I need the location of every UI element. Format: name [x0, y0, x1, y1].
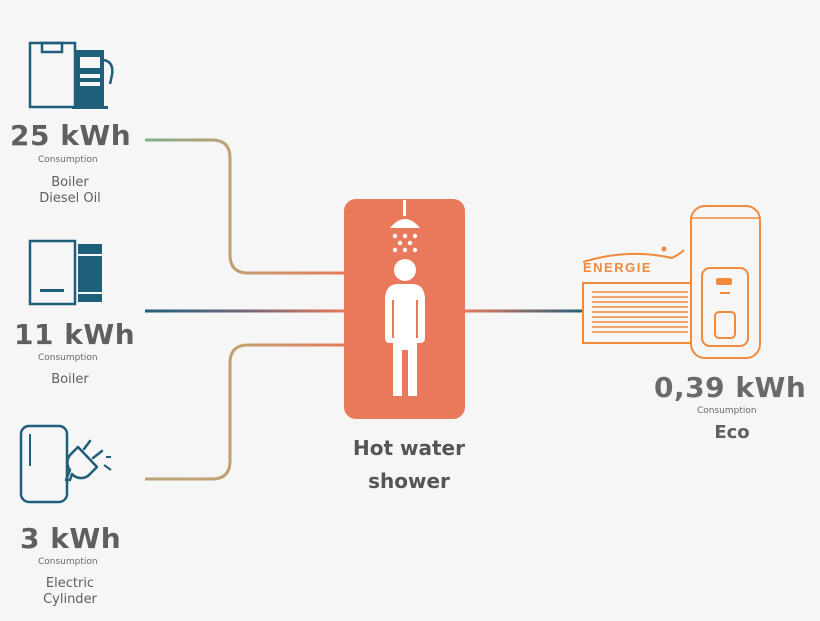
source-label-diesel-line2: Diesel Oil: [39, 191, 101, 206]
source-label-electric-line1: Electric: [45, 576, 95, 591]
source-value-electric: 3 kWh: [20, 522, 122, 555]
eco-label: Eco: [714, 422, 750, 443]
brand-text: ENERGIE: [583, 260, 652, 275]
source-consumption-boiler: Consumption: [38, 353, 98, 363]
source-consumption-electric: Consumption: [38, 557, 98, 567]
source-value-boiler: 11 kWh: [14, 318, 136, 351]
eco-value: 0,39 kWh: [654, 371, 807, 404]
heat-pump-icon: [582, 205, 761, 359]
boiler-icon: [28, 239, 102, 306]
eco-consumption: Consumption: [697, 406, 757, 416]
diesel-boiler-icon: [28, 41, 114, 109]
source-label-electric: Electric Cylinder: [25, 576, 115, 608]
source-label-diesel: Boiler Diesel Oil: [25, 175, 115, 207]
center-label-line1: Hot water: [353, 436, 465, 460]
connector-diesel: [145, 138, 345, 275]
source-label-boiler: Boiler: [25, 372, 115, 388]
shower-person-icon: [344, 199, 465, 419]
center-label-line2: shower: [368, 469, 450, 493]
center-label: Hot water shower: [344, 432, 474, 498]
source-value-diesel: 25 kWh: [10, 119, 132, 152]
source-label-boiler-line1: Boiler: [51, 372, 89, 387]
source-label-electric-line2: Cylinder: [43, 592, 97, 607]
source-consumption-diesel: Consumption: [38, 155, 98, 165]
source-label-diesel-line1: Boiler: [51, 175, 89, 190]
electric-cylinder-icon: [19, 424, 112, 504]
connector-electric: [145, 343, 345, 481]
